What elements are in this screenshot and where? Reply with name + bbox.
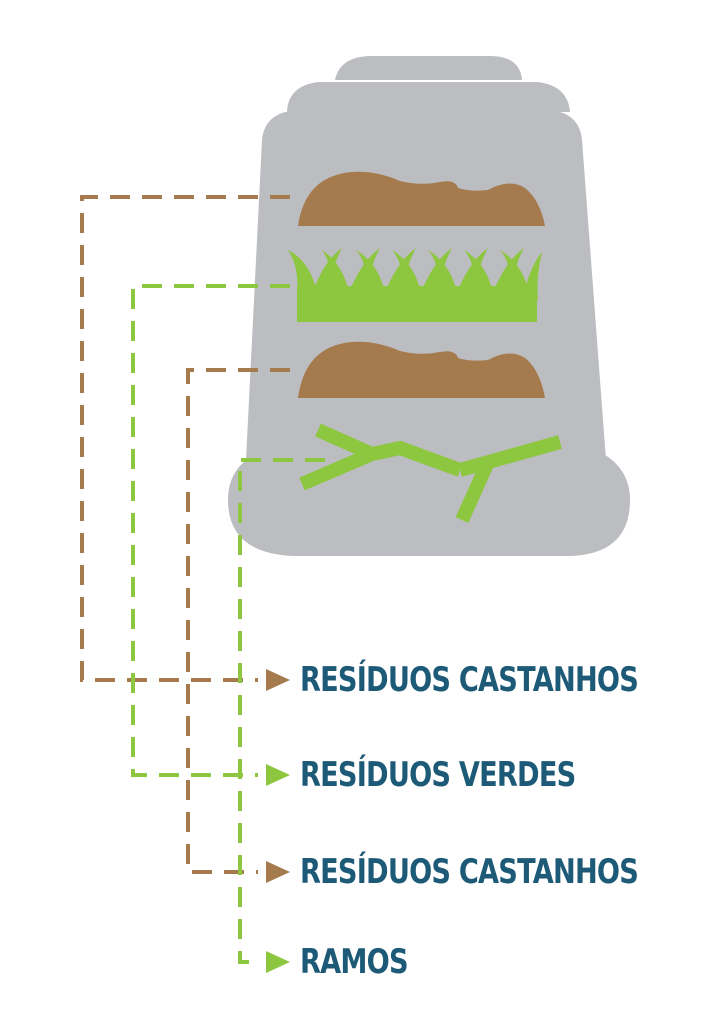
connector-branches [238, 458, 325, 964]
brown-waste-layer-top [298, 171, 545, 226]
connector-lines [80, 195, 325, 964]
brown-waste-layer-middle [298, 341, 545, 398]
branches-layer [299, 423, 562, 523]
label-branches: RAMOS [300, 942, 409, 982]
connector-green [131, 284, 290, 777]
connector-brown-top [80, 195, 290, 682]
green-waste-layer [288, 248, 542, 322]
arrow-heads [266, 669, 290, 973]
arrow-green-icon [266, 764, 290, 786]
bin-base [228, 452, 630, 556]
arrow-brown-middle-icon [266, 861, 290, 883]
arrow-brown-top-icon [266, 669, 290, 691]
label-brown-waste-top: RESÍDUOS CASTANHOS [300, 660, 639, 700]
arrow-branches-icon [266, 951, 290, 973]
connector-brown-middle [186, 368, 290, 874]
label-brown-waste-middle: RESÍDUOS CASTANHOS [300, 852, 639, 892]
bin-lid [287, 82, 570, 112]
bin-lid-top [335, 56, 522, 80]
label-green-waste: RESÍDUOS VERDES [300, 755, 576, 795]
